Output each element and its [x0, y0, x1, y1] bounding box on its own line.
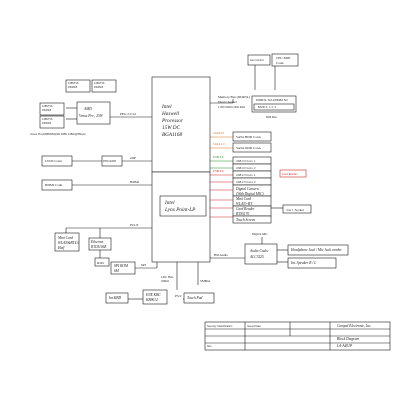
edp-label: eDP	[130, 156, 136, 160]
usb30-label: USB 3.0	[213, 155, 224, 159]
pch-line1: Intel	[164, 200, 175, 206]
cpu-line5: BGA1168	[162, 132, 182, 138]
minicard-1: Mini Card	[57, 236, 73, 240]
touch-screen: Touch Screen	[236, 218, 255, 222]
wires	[65, 60, 288, 300]
lvds-conn: LVDS Conn.	[45, 159, 63, 163]
title-issued: Issued Date	[247, 324, 261, 328]
ps2-label: PS/2	[175, 294, 182, 298]
title-doc: Block Diagram	[337, 337, 359, 341]
cpu-xdp: CPU XDP	[276, 56, 290, 60]
sata-odd: SATA ODD Conn.	[236, 146, 261, 150]
minicard-3: Half	[57, 246, 65, 250]
three-in-one: 3 in 1 Socket	[286, 208, 304, 212]
card-reader-note: Card Reader	[282, 172, 297, 176]
gpu-section: AMD Venus Pro , 25W Venus Pro(HD8690M)(G…	[30, 79, 136, 136]
vram-chip-3: 128M*16	[42, 104, 53, 108]
dimm-1: DDR3L SO-DIMM X2	[256, 98, 288, 102]
hdmi-label: HDMI	[130, 180, 140, 184]
fan-control: Fan Control	[250, 58, 264, 62]
spirom-2: 6M	[114, 269, 120, 273]
smbus-label: SMBus	[200, 279, 211, 283]
gpu-caption: Venus Pro(HD8690M)(GB 4086/ 128bit@56bps…	[30, 132, 86, 136]
eth-1: Ethernet	[90, 240, 104, 244]
vram-chip-1-type: DDR3/5	[68, 85, 78, 89]
cpu-line1: Intel	[161, 104, 172, 110]
codec-1: Audio Codec	[249, 249, 269, 253]
dimm-cap: 8GB Max	[266, 115, 278, 119]
left-section: LVDS Conn. RTD2136R eDP HDMI Conn. HDMI …	[41, 155, 215, 305]
cpu-line3: Processor	[161, 118, 184, 124]
right-section: SATA3.0 SATA HDD Conn. SATA 2.0 SATA ODD…	[213, 131, 349, 269]
kbc-2: KB9012	[145, 298, 158, 302]
top-right-section: Fan Control CPU XDP Conn.	[247, 53, 299, 67]
pcie-label: PCI-E	[130, 223, 138, 227]
vram-chip-2-type: DDR3/5	[94, 85, 104, 89]
vram-chip-3-type: DDR3/5	[42, 108, 52, 112]
camera-2: (With Digital MIC)	[236, 192, 264, 196]
sata3-label: SATA3.0	[213, 131, 225, 135]
eth-2: RTL8106E	[90, 245, 107, 249]
camera-1: Digital Camera	[235, 187, 259, 191]
cpu-block: Intel Haswell Processor 15W DC BGA1168	[151, 76, 211, 173]
mem-bus-3: 1.35V DDR3 1600 MHz	[218, 105, 246, 109]
cardreader-1: Card Reader	[236, 207, 255, 211]
hdmi-conn: HDMI Conn.	[45, 183, 63, 187]
cpu-line4: 15W DC	[162, 125, 181, 131]
mem-bus-1: Memory Bus (DDR3L)	[218, 95, 250, 99]
cpu-line2: Haswell	[161, 111, 180, 117]
touch-pad: Touch Pad	[187, 296, 203, 300]
title-rev: Rev	[207, 344, 212, 348]
lpc-freq: 33MHz	[161, 279, 170, 283]
title-block: Security Classification Issued Date Comp…	[204, 321, 391, 351]
usb20-conn1: USB 2.0 Conn. 1	[236, 173, 256, 177]
gpu-line2: Venus Pro , 25W	[79, 114, 104, 119]
sata-hdd: SATA HDD Conn.	[236, 135, 261, 139]
lpc-label: LPC Bus	[161, 275, 174, 279]
vram-chip-1: 128M*16	[68, 81, 79, 85]
pch-block: Intel Lynx Point-LP	[151, 171, 211, 263]
int-kbd: Int.KBD	[108, 296, 121, 300]
pch-line2: Lynx Point-LP	[164, 207, 196, 213]
cpu-xdp-2: Conn.	[276, 61, 284, 65]
usb30-conn1: USB 3.0 Conn. 1	[236, 159, 256, 163]
hp-jack: Headphone Jack / Mic Jack combo	[290, 248, 342, 252]
hd-audio-label: HD Audio	[214, 253, 228, 257]
right-minicard: Mini Card	[235, 197, 251, 201]
peg-label: PEG 2.0 x4	[120, 112, 136, 116]
int-speaker: Int. Speaker R / L	[290, 261, 316, 265]
memory-section: Memory Bus (DDR3L) Dual Channel 1.35V DD…	[218, 95, 297, 119]
gpu-line1: AMD	[83, 107, 92, 111]
sata-label: SATA 2.0	[213, 142, 225, 146]
dimm-2: BANK 0, 1, 2, 3	[258, 105, 276, 109]
vram-chip-4-type: DDR3/5	[42, 121, 52, 125]
usb20-label: USB 2.0	[213, 169, 224, 173]
rtd-label: RTD2136R	[103, 159, 116, 163]
cardreader-2: RTS5170	[235, 212, 249, 216]
codec-2: ALC3225	[249, 255, 264, 259]
title-company: Compal Electronic, Inc.	[337, 324, 371, 329]
spi-label: SPI	[141, 263, 147, 267]
usb20-conn2: USB 2.0 Conn. 2	[236, 180, 256, 184]
digital-mic-label: Digital Mic	[252, 232, 268, 236]
spirom-1: SPI ROM	[114, 264, 129, 268]
usb30-conn2: USB 3.0 Conn. 2	[236, 166, 256, 170]
title-model: LA-A401P	[336, 344, 353, 348]
kbc-1: ENE KBC	[145, 293, 161, 297]
right-minicard-2: WLAN+BT	[236, 202, 253, 206]
mem-bus-2: Dual Channel	[218, 100, 237, 104]
vram-chip-2: 128M*16	[94, 81, 105, 85]
title-sec: Security Classification	[207, 324, 233, 328]
vram-chip-4: 128M*16	[42, 117, 53, 121]
rj45: RJ45	[97, 261, 104, 265]
minicard-2: WLAN&BT4.0	[58, 241, 79, 245]
